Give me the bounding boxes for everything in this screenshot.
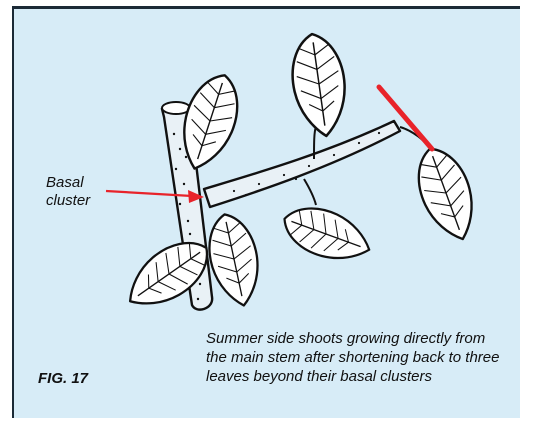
- figure-number: FIG. 17: [38, 370, 88, 388]
- leaf-middle-drooping: [277, 198, 377, 271]
- leaf-right-end: [408, 141, 486, 248]
- basal-cluster-label: Basal cluster: [46, 174, 116, 210]
- leaf-top-center: [287, 31, 352, 140]
- cut-mark-icon: [379, 87, 432, 149]
- arrow-right-icon: [106, 190, 204, 203]
- figure-panel: Basal cluster Summer side shoots growing…: [12, 6, 520, 418]
- side-shoot: [204, 121, 400, 207]
- figure-caption: Summer side shoots growing directly from…: [206, 329, 506, 386]
